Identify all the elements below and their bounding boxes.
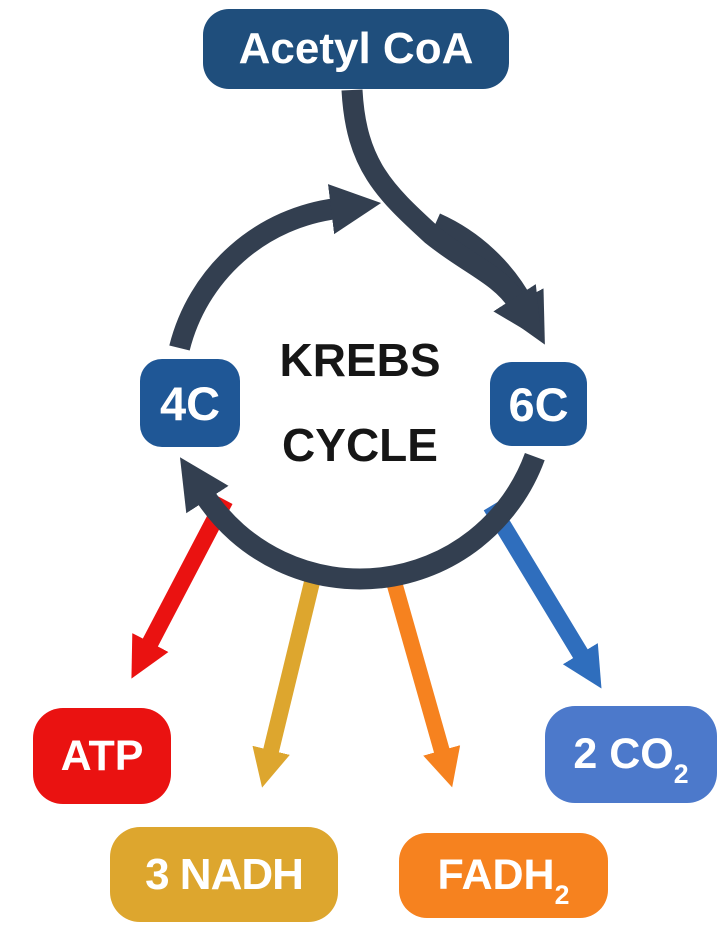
fadh2-node: FADH2 xyxy=(399,833,608,918)
atp-label: ATP xyxy=(60,731,144,780)
atp-output-arrow xyxy=(131,496,233,679)
cycle-title: KREBS CYCLE xyxy=(230,318,490,488)
acetyl-coa-input-arrow xyxy=(341,89,542,341)
co2-output-arrow xyxy=(483,501,602,689)
fadh2-label-subscript: 2 xyxy=(554,880,570,911)
cycle-title-line2: CYCLE xyxy=(282,419,438,471)
cycle-arc-top-left xyxy=(169,184,382,351)
six-carbon-label: 6C xyxy=(508,377,569,431)
nadh-node: 3 NADH xyxy=(110,827,338,922)
cycle-title-line1: KREBS xyxy=(279,334,441,386)
co2-label: 2 CO2 xyxy=(573,730,688,788)
atp-node: ATP xyxy=(33,708,171,804)
acetyl-coa-node: Acetyl CoA xyxy=(203,9,509,89)
co2-label-subscript: 2 xyxy=(673,759,689,790)
acetyl-coa-label: Acetyl CoA xyxy=(238,24,474,73)
six-carbon-node: 6C xyxy=(490,362,587,446)
cycle-arc-bottom xyxy=(179,452,545,590)
co2-node: 2 CO2 xyxy=(545,706,717,803)
fadh2-label-base: FADH xyxy=(437,851,555,899)
fadh2-output-arrow xyxy=(386,579,461,788)
fadh2-label: FADH2 xyxy=(437,851,570,909)
nadh-label: 3 NADH xyxy=(145,849,304,899)
co2-label-base: 2 CO xyxy=(573,730,674,778)
four-carbon-node: 4C xyxy=(140,359,240,447)
nadh-output-arrow xyxy=(252,576,321,788)
four-carbon-label: 4C xyxy=(159,376,221,430)
